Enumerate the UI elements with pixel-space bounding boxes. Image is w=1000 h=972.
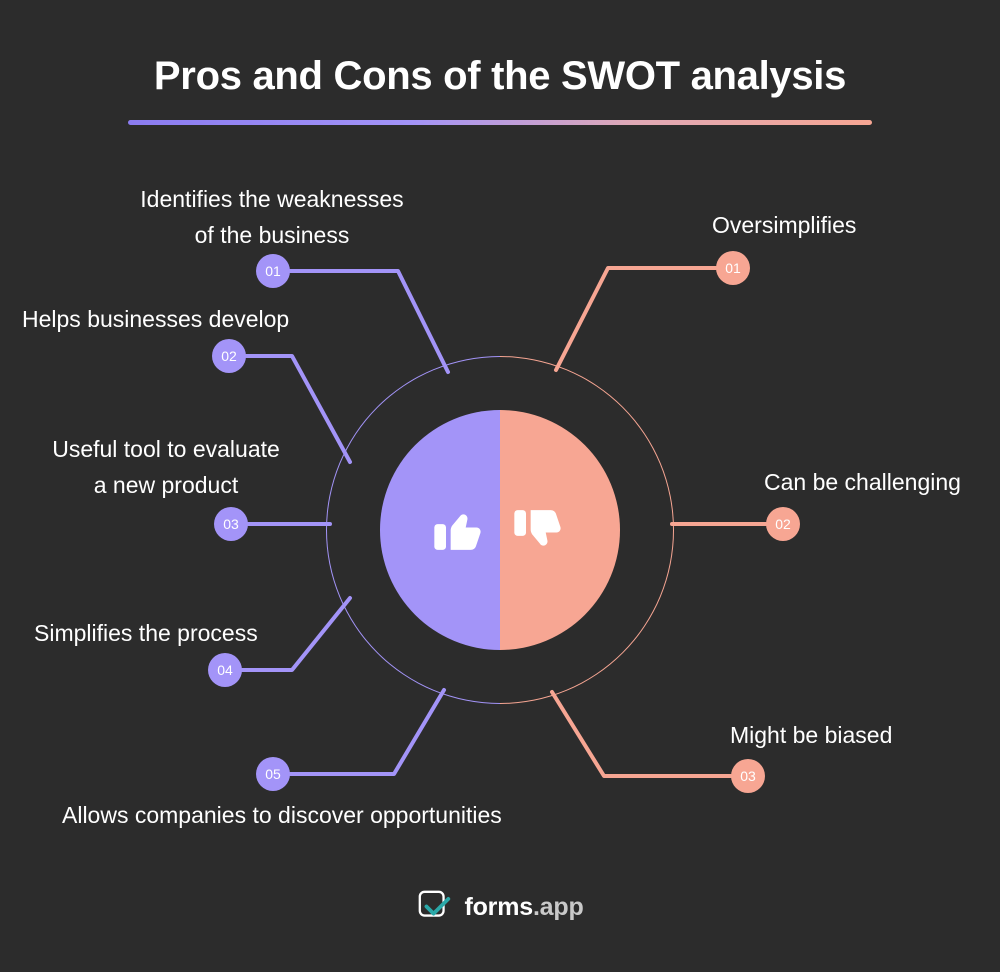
label-pro-04: Simplifies the process [34, 620, 258, 646]
label-con-01: Oversimplifies [712, 212, 857, 238]
badge-pro-03[interactable]: 03 [214, 507, 248, 541]
badge-pro-01-number: 01 [265, 263, 281, 279]
connector-pro-05 [288, 688, 446, 776]
badge-pro-02[interactable]: 02 [212, 339, 246, 373]
badge-pro-02-number: 02 [221, 348, 237, 364]
brand-suffix: .app [532, 892, 584, 921]
label-pro-03: Useful tool to evaluate a new product [52, 436, 280, 498]
badge-pro-04-number: 04 [217, 662, 233, 678]
thumbs-down-icon [514, 510, 561, 546]
badge-con-01[interactable]: 01 [716, 251, 750, 285]
forms-app-logo-icon [419, 890, 451, 917]
inner-disc [380, 410, 620, 650]
thumbs-up-icon [434, 514, 481, 550]
label-pro-01: Identifies the weaknesses of the busines… [140, 186, 404, 248]
title-divider [128, 120, 872, 125]
title-block: Pros and Cons of the SWOT analysis [0, 54, 1000, 98]
badge-con-03[interactable]: 03 [731, 759, 765, 793]
badge-pro-04[interactable]: 04 [208, 653, 242, 687]
connector-con-03 [550, 690, 733, 778]
forms-app-wordmark: forms.app [464, 893, 583, 922]
badge-pro-01[interactable]: 01 [256, 254, 290, 288]
center-emblem [326, 356, 674, 704]
connector-con-01 [554, 266, 718, 372]
badge-con-03-number: 03 [740, 768, 756, 784]
label-con-02: Can be challenging [764, 469, 961, 495]
connector-pro-02 [244, 354, 352, 464]
label-pro-02: Helps businesses develop [22, 306, 290, 332]
badge-pro-05-number: 05 [265, 766, 281, 782]
badge-pro-03-number: 03 [223, 516, 239, 532]
footer-logo: forms.app [0, 888, 1000, 926]
label-pro-05: Allows companies to discover opportuniti… [62, 802, 502, 828]
connector-pro-04 [240, 596, 352, 672]
label-con-03: Might be biased [730, 722, 893, 748]
badge-pro-05[interactable]: 05 [256, 757, 290, 791]
badge-con-02[interactable]: 02 [766, 507, 800, 541]
badge-con-01-number: 01 [725, 260, 741, 276]
connector-pro-01 [288, 269, 450, 374]
brand-name: forms [464, 892, 533, 921]
page-title: Pros and Cons of the SWOT analysis [153, 54, 847, 98]
badge-con-02-number: 02 [775, 516, 791, 532]
